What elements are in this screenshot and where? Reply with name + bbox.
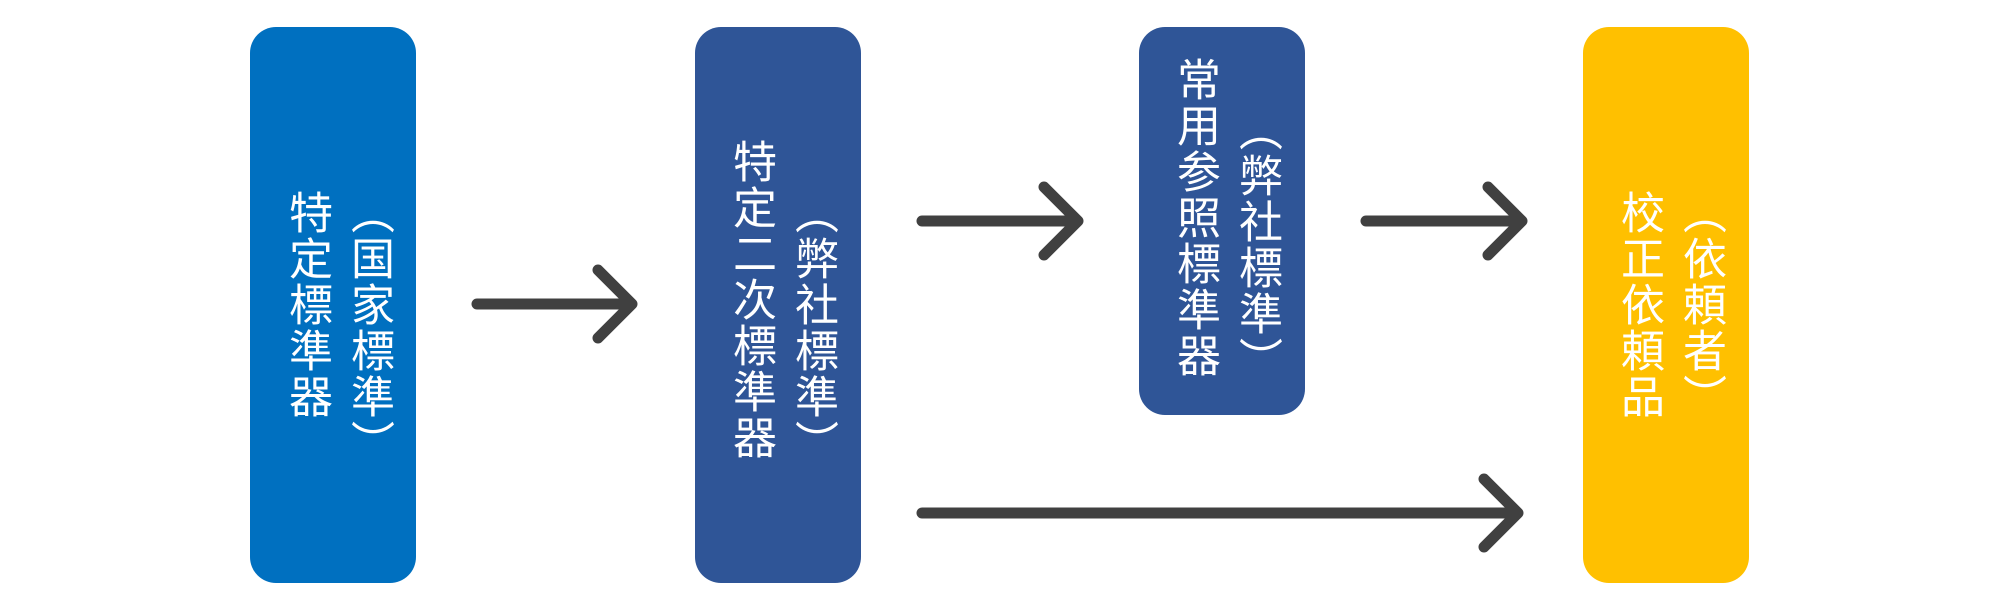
node-secondary-standard bbox=[695, 27, 861, 583]
node-reference-standard bbox=[1139, 27, 1305, 415]
node-reference-main-label: 常用参照標準器 bbox=[1169, 57, 1220, 379]
node-reference-sub-label: （弊社標準） bbox=[1231, 107, 1282, 383]
node-client-sub-label: （依頼者） bbox=[1675, 190, 1726, 420]
node-secondary-main-label: 特定二次標準器 bbox=[725, 139, 776, 461]
node-client-main-label: 校正依頼品 bbox=[1613, 190, 1664, 420]
arrow-reference-to-client bbox=[1360, 181, 1528, 261]
arrow-secondary-to-client bbox=[916, 473, 1524, 553]
node-calibration-item bbox=[1583, 27, 1749, 583]
node-national-standard bbox=[250, 27, 416, 583]
arrow-secondary-to-reference bbox=[916, 181, 1084, 261]
node-national-sub-label: （国家標準） bbox=[343, 190, 394, 466]
node-secondary-sub-label: （弊社標準） bbox=[787, 190, 838, 466]
node-national-main-label: 特定標準器 bbox=[281, 190, 332, 420]
arrow-national-to-secondary bbox=[471, 264, 638, 344]
